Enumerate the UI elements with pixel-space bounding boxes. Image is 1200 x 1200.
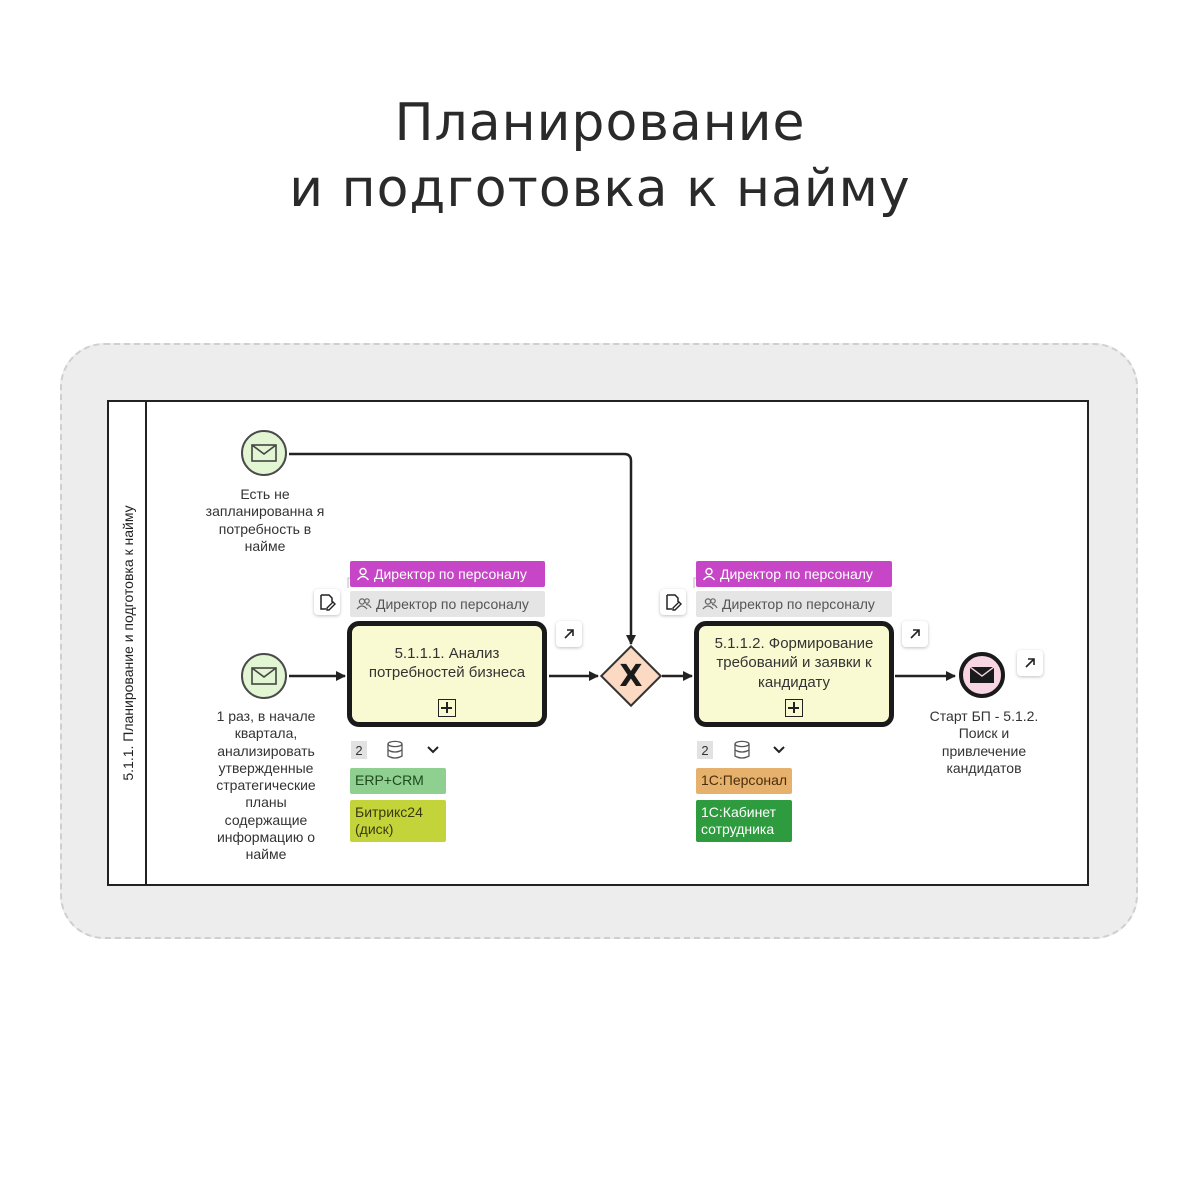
envelope-icon	[251, 444, 277, 462]
gateway-x-symbol: X	[619, 658, 643, 694]
task-2-role-responsible-label: Директор по персоналу	[720, 566, 873, 582]
start-event-unplanned-label: Есть не запланированна я потребность в н…	[205, 486, 325, 554]
task-2-requirements[interactable]: 5.1.1.2. Формирование требований и заявк…	[694, 621, 894, 727]
document-edit-icon	[320, 594, 336, 611]
task-2-open-link-button[interactable]	[902, 621, 928, 647]
users-icon	[356, 598, 372, 610]
task-1-system-bitrix24: Битрикс24 (диск)	[350, 800, 446, 842]
arrow-up-right-icon	[910, 629, 920, 639]
task-2-role-participant-label: Директор по персоналу	[722, 596, 875, 612]
arrow-up-right-icon	[564, 629, 574, 639]
page-title-line-1: Планирование	[394, 93, 806, 153]
start-event-quarterly-label: 1 раз, в начале квартала, анализировать …	[216, 708, 316, 863]
chevron-down-icon[interactable]	[426, 745, 440, 755]
task-2-system-1c-personal: 1С:Персонал	[696, 768, 792, 794]
lane-label: 5.1.1. Планирование и подготовка к найму	[120, 505, 136, 781]
end-event-open-link-button[interactable]	[1017, 650, 1043, 676]
task-1-document-button[interactable]	[314, 589, 340, 615]
document-edit-icon	[666, 594, 682, 611]
arrow-up-right-icon	[1025, 658, 1035, 668]
task-2-title: 5.1.1.2. Формирование требований и заявк…	[714, 634, 874, 691]
task-1-role-responsible[interactable]: Директор по персоналу	[350, 561, 545, 587]
task-1-role-responsible-label: Директор по персоналу	[374, 566, 527, 582]
task-1-title: 5.1.1.1. Анализ потребностей бизнеса	[368, 644, 526, 682]
envelope-icon	[251, 667, 277, 685]
chevron-down-icon[interactable]	[772, 745, 786, 755]
user-icon	[356, 567, 370, 581]
expand-subprocess-icon[interactable]	[438, 699, 456, 717]
users-icon	[702, 598, 718, 610]
page-title: Планирование и подготовка к найму	[0, 90, 1200, 222]
task-1-open-link-button[interactable]	[556, 621, 582, 647]
task-1-role-participant[interactable]: Директор по персоналу	[350, 591, 545, 617]
user-icon	[702, 567, 716, 581]
start-event-unplanned[interactable]	[241, 430, 287, 476]
task-1-role-participant-label: Директор по персоналу	[376, 596, 529, 612]
task-2-role-responsible[interactable]: Директор по персоналу	[696, 561, 892, 587]
end-event-label: Старт БП - 5.1.2. Поиск и привлечение ка…	[929, 708, 1039, 776]
task-1-analysis[interactable]: 5.1.1.1. Анализ потребностей бизнеса	[347, 621, 547, 727]
task-2-role-participant[interactable]: Директор по персоналу	[696, 591, 892, 617]
task-2-system-count: 2	[697, 741, 713, 759]
task-1-system-count: 2	[351, 741, 367, 759]
task-1-system-erp-crm: ERP+CRM	[350, 768, 446, 794]
expand-subprocess-icon[interactable]	[785, 699, 803, 717]
envelope-filled-icon	[970, 667, 994, 683]
lane-header: 5.1.1. Планирование и подготовка к найму	[109, 402, 147, 884]
task-2-document-button[interactable]	[660, 589, 686, 615]
start-event-quarterly[interactable]	[241, 653, 287, 699]
page-title-line-2: и подготовка к найму	[289, 159, 911, 219]
end-event-start-bp[interactable]	[959, 652, 1005, 698]
database-icon	[734, 740, 750, 759]
task-2-system-1c-cabinet: 1С:Кабинет сотрудника	[696, 800, 792, 842]
database-icon	[387, 740, 403, 759]
